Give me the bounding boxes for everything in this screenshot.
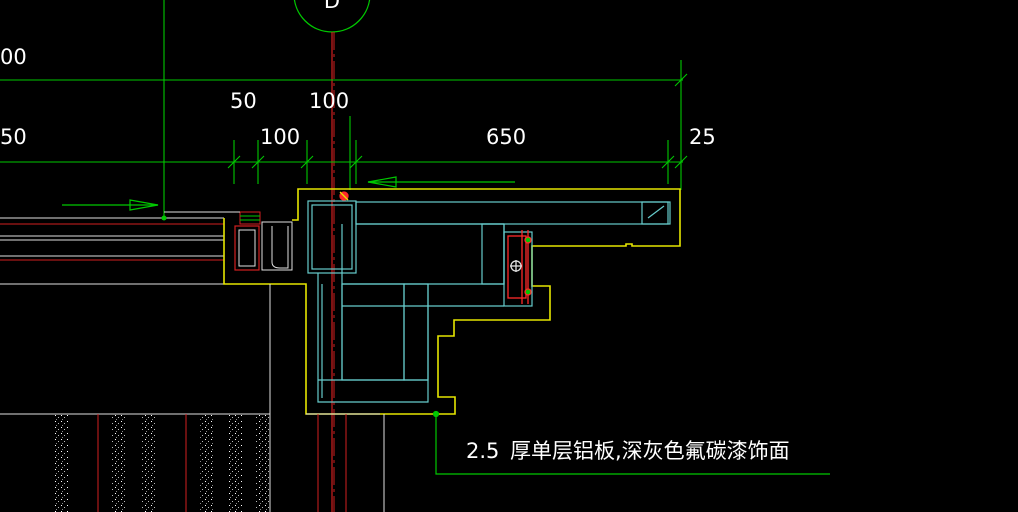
dim-partial-top: 00	[0, 45, 27, 69]
dim-partial-left: 50	[0, 125, 27, 149]
leader	[432, 410, 830, 475]
flow-arrows	[62, 176, 515, 211]
fixings	[339, 191, 532, 304]
dim-100-top: 100	[309, 89, 349, 113]
dim-25: 25	[689, 125, 716, 149]
aluminium-panel-outline	[223, 188, 681, 415]
annotation-text: 厚单层铝板,深灰色氟碳漆饰面	[510, 439, 790, 463]
window-frame	[0, 211, 293, 285]
steel-structure	[307, 200, 671, 403]
grid-axis: D	[293, 0, 371, 512]
base-structure	[0, 284, 385, 512]
axis-label: D	[324, 0, 340, 13]
dim-50: 50	[230, 89, 257, 113]
annotation-thickness: 2.5	[466, 439, 499, 463]
dimension-lines	[0, 0, 688, 218]
dim-100: 100	[260, 125, 300, 149]
dim-650: 650	[486, 125, 526, 149]
